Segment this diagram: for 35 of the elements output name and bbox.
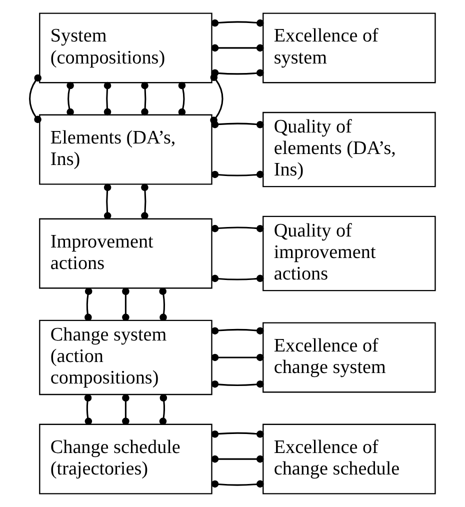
connector — [178, 82, 186, 116]
connector — [211, 430, 264, 438]
node-box: Excellence of change schedule — [262, 424, 436, 494]
connector — [104, 82, 112, 116]
connector — [122, 288, 130, 321]
node-box: System (compositions) — [39, 12, 212, 84]
connector — [29, 74, 42, 124]
connector — [66, 82, 74, 116]
connector — [141, 82, 148, 116]
node-box: Change schedule (trajectories) — [39, 424, 212, 494]
node-box: Excellence of change system — [262, 322, 436, 393]
connector — [104, 184, 112, 220]
connector — [211, 455, 264, 463]
connector — [211, 170, 264, 178]
connector — [211, 380, 264, 388]
connector — [141, 184, 148, 220]
connector — [211, 327, 264, 334]
connector — [211, 480, 264, 488]
connector — [211, 19, 264, 27]
connector — [211, 224, 264, 232]
connector — [211, 44, 264, 52]
connector — [211, 120, 264, 128]
connector — [211, 354, 264, 362]
connector — [84, 394, 92, 425]
node-box: Quality of elements (DA’s, Ins) — [262, 112, 436, 188]
node-box: Excellence of system — [262, 12, 436, 84]
connector — [122, 394, 130, 425]
connector — [159, 394, 168, 425]
connector — [211, 274, 264, 282]
node-box: Improvement actions — [39, 218, 212, 289]
node-box: Elements (DA’s, Ins) — [39, 114, 212, 185]
node-box: Quality of improvement actions — [262, 216, 436, 292]
node-box: Change system (action compositions) — [39, 320, 212, 396]
connector — [84, 288, 92, 321]
connector — [159, 288, 167, 321]
